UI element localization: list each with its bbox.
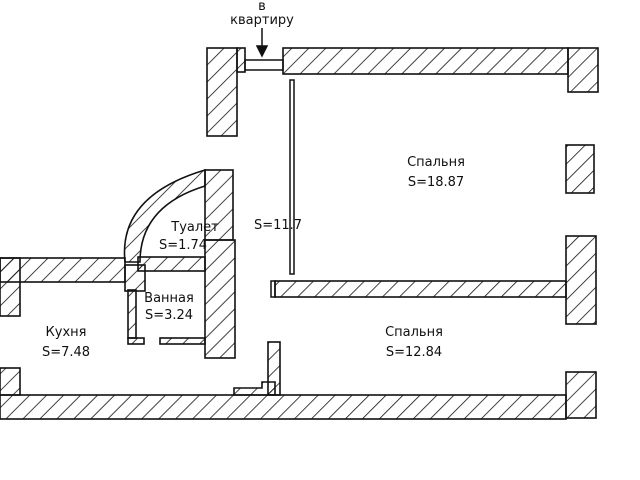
room-bedroom-small-name: Спальня (385, 325, 443, 340)
room-kitchen-area: S=7.48 (42, 345, 90, 360)
partition-hall-lower (270, 280, 276, 298)
wall-right-mid (565, 144, 595, 194)
wall-entrance-left-cap (236, 47, 246, 73)
wall-toilet-bottom (137, 256, 206, 272)
room-toilet-name: Туалет (170, 220, 219, 235)
wall-right-lower (565, 235, 597, 325)
wall-toilet-top (204, 169, 234, 241)
room-hall-area: S=11.7 (254, 218, 302, 233)
room-kitchen-name: Кухня (46, 325, 87, 340)
wall-right-bottom (565, 371, 597, 419)
wall-top-right-corner (567, 47, 599, 93)
walls (0, 47, 599, 420)
entrance-label-line2: квартиру (230, 13, 294, 28)
room-toilet-area: S=1.74 (159, 238, 207, 253)
wall-bedroom-partition (274, 280, 567, 298)
entrance-label-line1: в (258, 0, 266, 14)
entrance-arrow (255, 28, 269, 58)
wall-kitchen-top (0, 257, 126, 283)
wall-left-lower (0, 367, 21, 396)
door-threshold (244, 59, 284, 71)
wall-bathroom-right (204, 239, 236, 359)
wall-bathroom-left (127, 289, 137, 339)
room-bathroom-name: Ванная (144, 291, 194, 306)
room-bedroom-small-area: S=12.84 (386, 345, 442, 360)
room-bathroom-area: S=3.24 (145, 308, 193, 323)
wall-bottom-right-post (267, 341, 281, 396)
wall-bathroom-bottom-right (159, 337, 206, 345)
room-bedroom-large-name: Спальня (407, 155, 465, 170)
room-bedroom-large-area: S=18.87 (408, 175, 464, 190)
wall-bottom (0, 394, 567, 420)
wall-toilet-curve (123, 168, 206, 263)
wall-bathroom-bottom-left (127, 337, 145, 345)
partitions (244, 59, 295, 298)
partition-hall-upper (289, 79, 295, 275)
wall-entrance-left (206, 47, 238, 137)
wall-top (282, 47, 569, 75)
